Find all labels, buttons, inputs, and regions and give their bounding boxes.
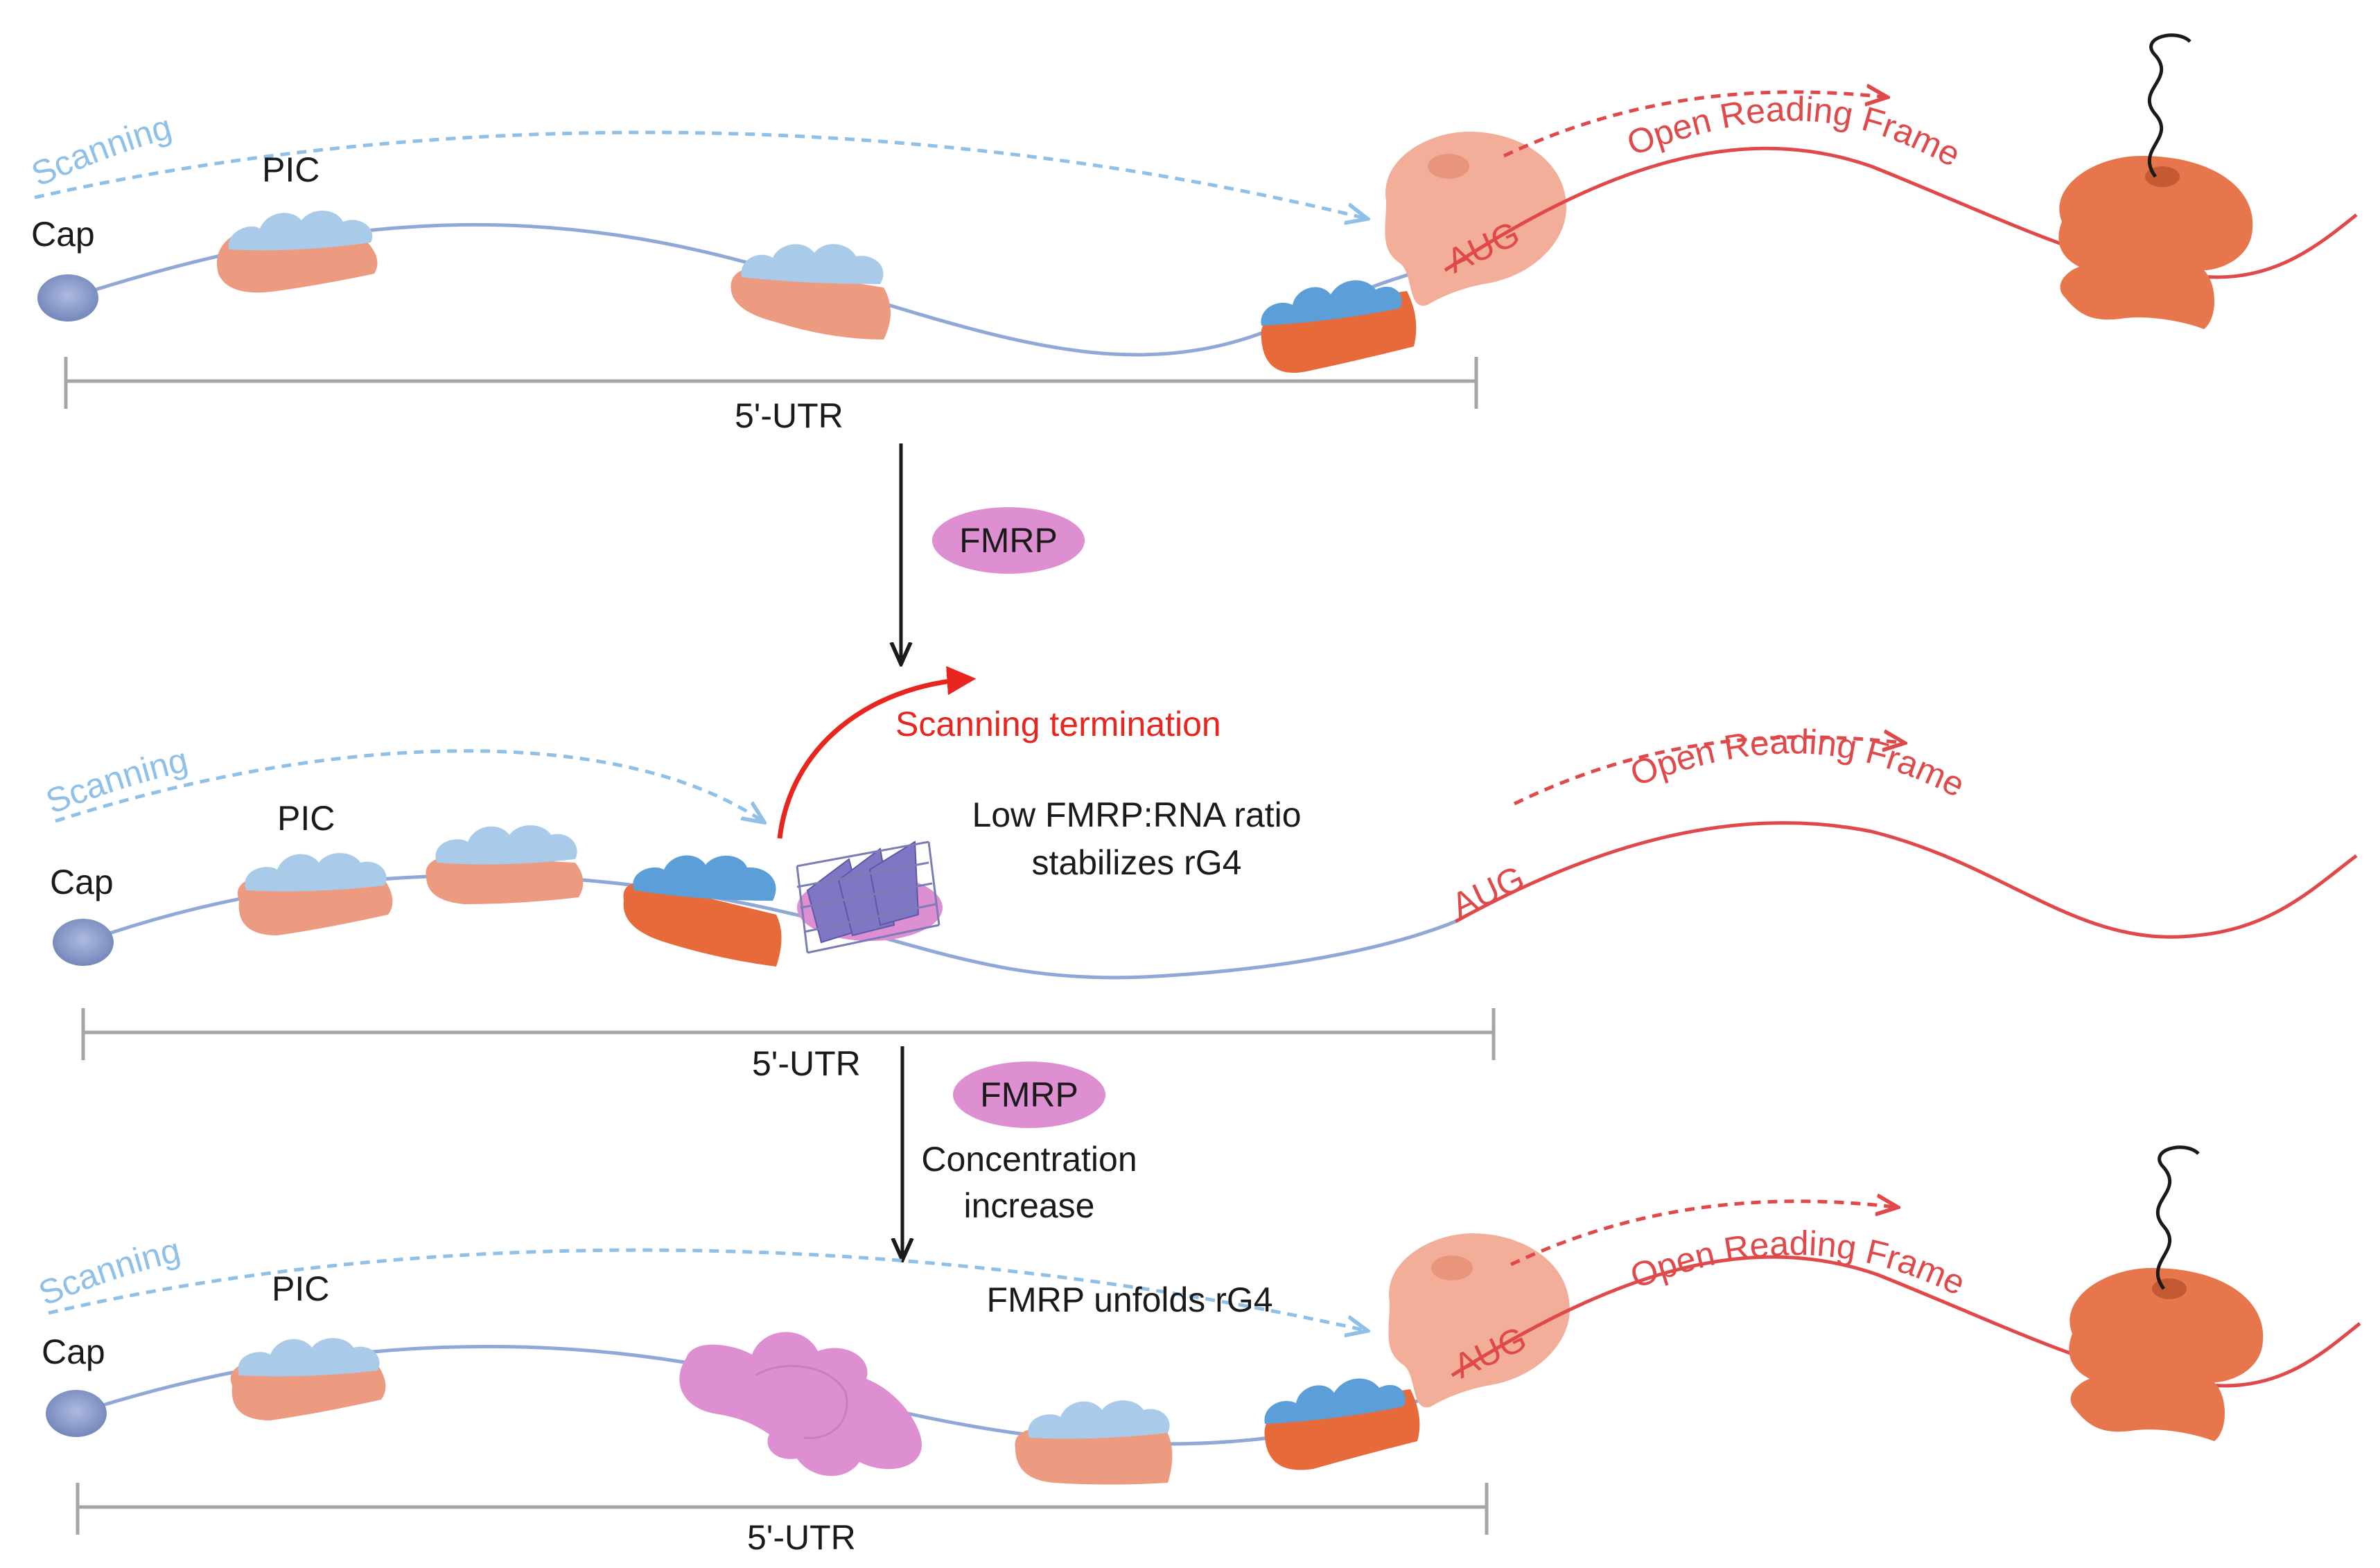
- step-text-line-2: increase: [964, 1186, 1095, 1225]
- ribosome-site: [1431, 1256, 1473, 1280]
- pic-complex: [426, 825, 584, 904]
- cap-label: Cap: [50, 863, 114, 901]
- fmrp-label: FMRP: [959, 521, 1058, 560]
- scanning-label: Scanning: [33, 1231, 184, 1313]
- step-2: FMRP Concentration increase: [902, 1046, 1137, 1258]
- scanning-arrow: [34, 130, 1365, 218]
- ribosome-site: [1428, 154, 1469, 179]
- pic-complex-at-start: [1261, 280, 1417, 373]
- orf-arrow: [1510, 1201, 1896, 1267]
- cap-label: Cap: [31, 215, 95, 254]
- panel-1: Scanning PIC AUG Open Reading Frame: [26, 33, 2358, 435]
- utr-label: 5'-UTR: [747, 1518, 856, 1557]
- scanning-label: Scanning: [26, 107, 175, 194]
- ribosome-60s: [1385, 132, 1566, 306]
- note-line-2: stabilizes rG4: [1032, 843, 1242, 882]
- fmrp-label: FMRP: [980, 1075, 1078, 1114]
- ribosome-60s: [1388, 1233, 1570, 1408]
- ribosome-site: [2152, 1278, 2187, 1299]
- mrna-orf: [1451, 1255, 2361, 1388]
- note-line-1: Low FMRP:RNA ratio: [972, 795, 1301, 834]
- orf-arrow: [1513, 737, 1902, 806]
- scanning-arrow: [55, 749, 762, 821]
- cap-icon: [53, 919, 114, 966]
- utr-bar: [64, 357, 1478, 409]
- orf-label: Open Reading Frame: [1625, 722, 1971, 804]
- termination-label: Scanning termination: [895, 705, 1221, 743]
- pic-complex-at-rg4: [623, 855, 782, 967]
- fmrp-unfolding: [679, 1332, 922, 1477]
- pic-complex: [230, 1338, 386, 1420]
- mrna-orf: [1444, 146, 2358, 279]
- panel-2: Scanning Scanning termination Low FMRP:R…: [41, 666, 2358, 1083]
- fmrp-badge: [932, 507, 1085, 574]
- step-1: FMRP: [901, 443, 1085, 662]
- aug-label: AUG: [1446, 858, 1530, 925]
- ribosome-80s: [2069, 1268, 2264, 1441]
- pic-label: PIC: [277, 799, 335, 838]
- cap-icon: [46, 1390, 107, 1437]
- mrna-orf: [1454, 821, 2358, 939]
- termination-arrow: [777, 666, 977, 839]
- ribosome-80s: [2058, 156, 2253, 329]
- scanning-label: Scanning: [41, 740, 192, 821]
- utr-label: 5'-UTR: [752, 1044, 861, 1083]
- utr-bar: [76, 1483, 1489, 1535]
- pic-complex: [217, 210, 378, 293]
- fmrp-badge: [953, 1062, 1105, 1128]
- pic-complex: [1015, 1400, 1173, 1485]
- cap-icon: [37, 274, 98, 321]
- utr-label: 5'-UTR: [735, 396, 843, 435]
- pic-complex-at-start: [1264, 1378, 1420, 1470]
- pic-label: PIC: [272, 1269, 329, 1308]
- pic-complex: [730, 244, 891, 340]
- rg4-icon: [796, 840, 940, 954]
- pic-complex: [237, 853, 393, 935]
- note-label: FMRP unfolds rG4: [986, 1280, 1272, 1319]
- utr-bar: [81, 1008, 1496, 1060]
- nascent-peptide: [2147, 33, 2191, 178]
- cap-label: Cap: [42, 1332, 105, 1371]
- orf-arrow: [1503, 92, 1885, 158]
- panel-3: Scanning FMRP unfolds rG4 PIC AUG: [33, 1145, 2361, 1557]
- nascent-peptide: [2155, 1145, 2200, 1290]
- pic-label: PIC: [262, 150, 320, 189]
- step-text-line-1: Concentration: [921, 1140, 1137, 1179]
